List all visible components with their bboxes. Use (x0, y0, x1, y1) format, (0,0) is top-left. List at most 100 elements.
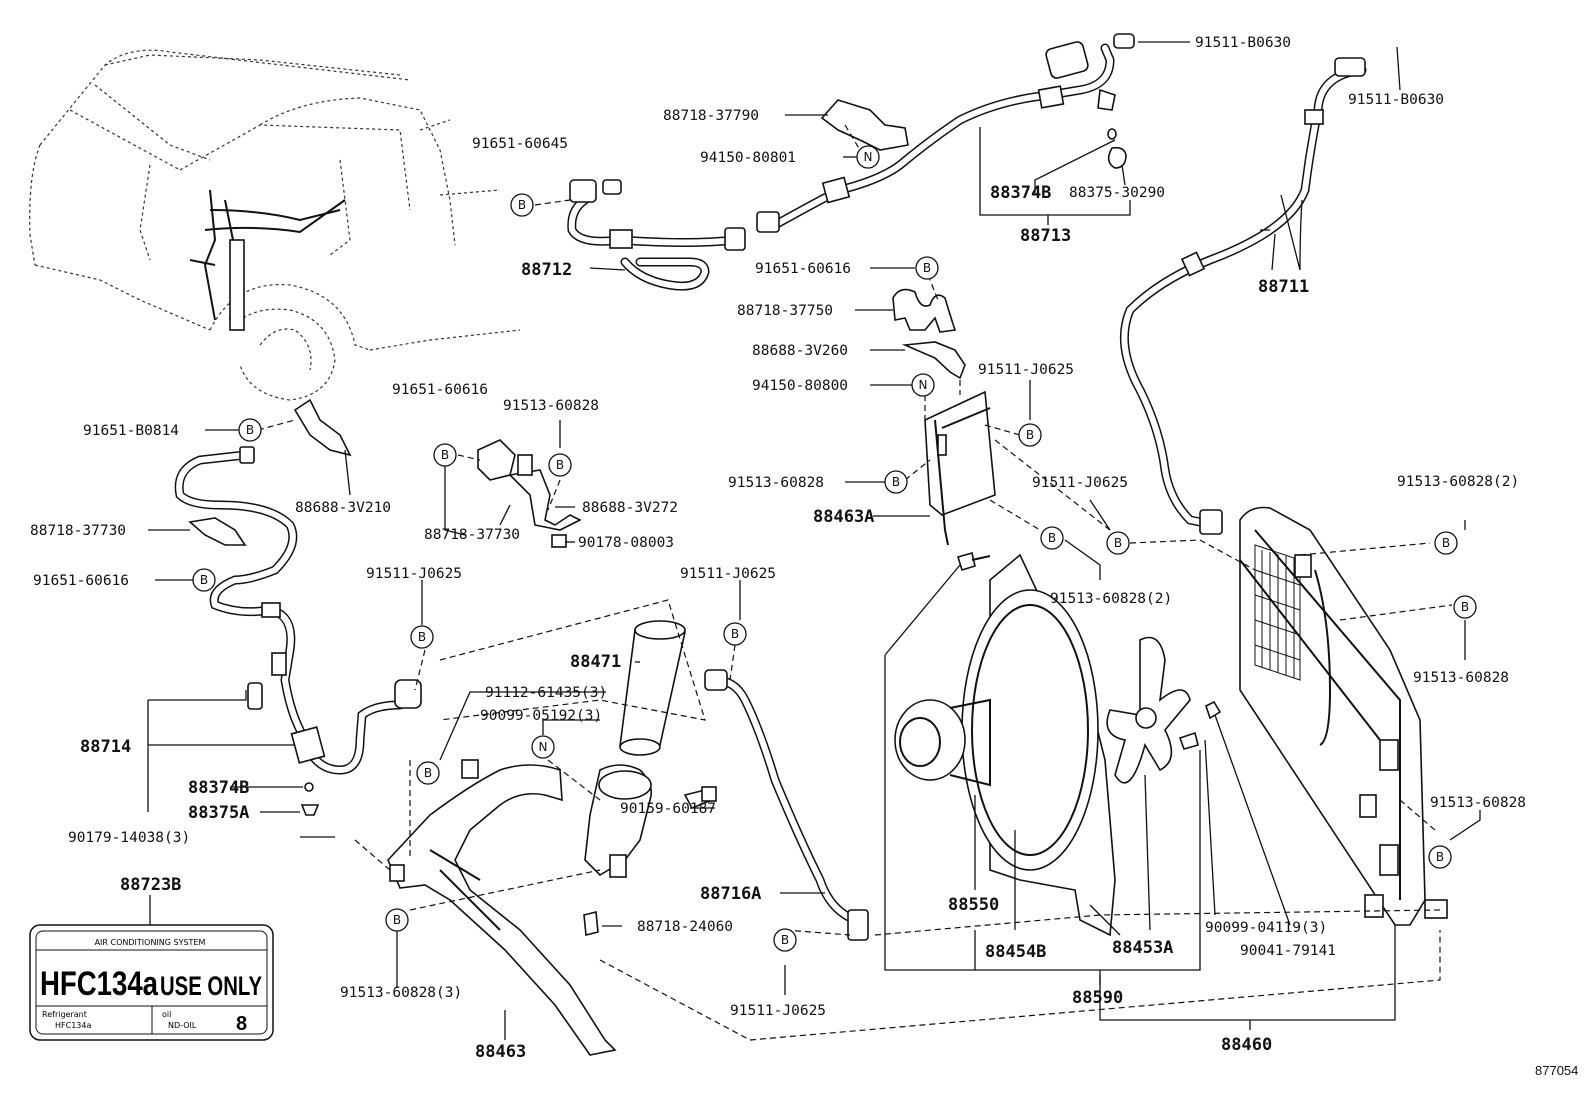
dryer-holder[interactable] (584, 764, 653, 878)
label-91513-60828-b[interactable]: 91513-60828 (1413, 670, 1509, 686)
receiver-dryer-88471[interactable] (619, 620, 686, 756)
condenser-88460[interactable] (1239, 506, 1448, 926)
marker-b-91651-60616-c[interactable]: B (192, 568, 216, 592)
label-88718-37790[interactable]: 88718-37790 (663, 108, 759, 124)
label-88375A[interactable]: 88375A (188, 803, 249, 823)
marker-b-91511-J0625-e[interactable]: B (773, 928, 797, 952)
hose-88713[interactable] (756, 33, 1135, 233)
screw-90099-04119[interactable] (1178, 731, 1199, 750)
label-91511-J0625-b[interactable]: 91511-J0625 (1032, 475, 1128, 491)
bracket-88463[interactable] (387, 759, 617, 1056)
label-90099-05192[interactable]: 90099-05192(3) (480, 708, 602, 724)
label-91511-J0625-d[interactable]: 91511-J0625 (680, 566, 776, 582)
fan-blade-88453A[interactable] (1106, 636, 1191, 784)
label-88718-24060[interactable]: 88718-24060 (637, 919, 733, 935)
label-88712[interactable]: 88712 (521, 260, 572, 280)
clamp-88718-37750[interactable] (892, 288, 957, 333)
label-88460[interactable]: 88460 (1221, 1035, 1272, 1055)
label-90178-08003[interactable]: 90178-08003 (578, 535, 674, 551)
marker-n-94150-80801[interactable]: N (856, 145, 880, 169)
label-88714[interactable]: 88714 (80, 737, 131, 757)
clamp-88718-37730-left[interactable] (188, 517, 247, 546)
label-88723B[interactable]: 88723B (120, 875, 181, 895)
marker-b-91513-60828-2a[interactable]: B (1040, 526, 1064, 550)
label-91651-60616-c[interactable]: 91651-60616 (33, 573, 129, 589)
label-91513-60828-3[interactable]: 91513-60828(3) (340, 985, 462, 1001)
label-88463[interactable]: 88463 (475, 1042, 526, 1062)
label-88471[interactable]: 88471 (570, 652, 621, 672)
label-91651-60616-b[interactable]: 91651-60616 (392, 382, 488, 398)
label-91513-60828-d[interactable]: 91513-60828 (503, 398, 599, 414)
nut-90041-79141[interactable] (1205, 700, 1222, 720)
bracket-88688-3V260[interactable] (901, 341, 966, 380)
label-90179-14038[interactable]: 90179-14038(3) (68, 830, 190, 846)
label-88454B[interactable]: 88454B (985, 942, 1046, 962)
hose-88714[interactable] (174, 446, 422, 816)
label-90159-60187[interactable]: 90159-60187 (620, 801, 716, 817)
label-88688-3V210[interactable]: 88688-3V210 (295, 500, 391, 516)
clip-88718-24060[interactable] (583, 910, 599, 937)
fan-shroud-88454B[interactable] (961, 553, 1116, 937)
hose-88712[interactable] (567, 179, 746, 291)
label-88374B[interactable]: 88374B (188, 778, 249, 798)
label-88716A[interactable]: 88716A (700, 884, 761, 904)
marker-b-91651-60616-a[interactable]: B (915, 256, 939, 280)
label-91511-J0625-c[interactable]: 91511-J0625 (366, 566, 462, 582)
label-90041-79141[interactable]: 90041-79141 (1240, 943, 1336, 959)
marker-b-91513-60828-b[interactable]: B (1453, 595, 1477, 619)
label-90099-04119[interactable]: 90099-04119(3) (1205, 920, 1327, 936)
label-91513-60828-c[interactable]: 91513-60828 (1430, 795, 1526, 811)
label-91513-60828-2a[interactable]: 91513-60828(2) (1050, 591, 1172, 607)
label-88688-3V260[interactable]: 88688-3V260 (752, 343, 848, 359)
marker-b-91511-J0625-b[interactable]: B (1106, 531, 1130, 555)
marker-b-91112-61435[interactable]: B (416, 761, 440, 785)
label-88375-30290[interactable]: 88375-30290 (1069, 185, 1165, 201)
label-91513-60828-2b[interactable]: 91513-60828(2) (1397, 474, 1519, 490)
bracket-88463A[interactable] (924, 390, 996, 546)
bolt-90159-60187[interactable] (683, 786, 717, 810)
label-88713[interactable]: 88713 (1020, 226, 1071, 246)
label-91511-B0630-a[interactable]: 91511-B0630 (1195, 35, 1291, 51)
marker-n-94150-80800[interactable]: N (911, 373, 935, 397)
marker-b-91513-60828-2b[interactable]: B (1434, 531, 1458, 555)
hose-88711[interactable] (1119, 57, 1367, 535)
marker-b-91651-60616-b[interactable]: B (433, 443, 457, 467)
label-91112-61435[interactable]: 91112-61435(3) (485, 685, 607, 701)
label-91651-B0814[interactable]: 91651-B0814 (83, 423, 179, 439)
label-88711[interactable]: 88711 (1258, 277, 1309, 297)
marker-n-90099-05192[interactable]: N (531, 735, 555, 759)
label-88718-37730-a[interactable]: 88718-37730 (424, 527, 520, 543)
marker-b-91513-60828-a[interactable]: B (884, 470, 908, 494)
label-88718-37750[interactable]: 88718-37750 (737, 303, 833, 319)
fan-motor-88550[interactable] (894, 698, 991, 787)
label-88550[interactable]: 88550 (948, 895, 999, 915)
marker-b-91511-J0625-d[interactable]: B (723, 622, 747, 646)
marker-b-91651-B0814[interactable]: B (238, 418, 262, 442)
marker-b-91513-60828-3[interactable]: B (385, 908, 409, 932)
label-94150-80801[interactable]: 94150-80801 (700, 150, 796, 166)
label-91513-60828-a[interactable]: 91513-60828 (728, 475, 824, 491)
label-91651-60616-a[interactable]: 91651-60616 (755, 261, 851, 277)
marker-b-91511-J0625-c[interactable]: B (410, 625, 434, 649)
label-91511-J0625-a[interactable]: 91511-J0625 (978, 362, 1074, 378)
clamp-88718-37790[interactable] (820, 99, 909, 151)
label-88453A[interactable]: 88453A (1112, 938, 1173, 958)
label-88463A[interactable]: 88463A (813, 507, 874, 527)
marker-b-91513-60828-d[interactable]: B (548, 453, 572, 477)
marker-b-91651-60645[interactable]: B (510, 193, 534, 217)
bracket-88688-3V272[interactable] (477, 439, 582, 548)
label-88688-3V272[interactable]: 88688-3V272 (582, 500, 678, 516)
label-88374B-top[interactable]: 88374B (990, 183, 1051, 203)
label-88590[interactable]: 88590 (1072, 988, 1123, 1008)
hose-88716A[interactable] (704, 669, 869, 941)
marker-b-91511-J0625-a[interactable]: B (1018, 423, 1042, 447)
refrigerant-label-88723B[interactable]: AIR CONDITIONING SYSTEM HFC134a USE ONLY… (29, 924, 274, 1041)
label-94150-80800[interactable]: 94150-80800 (752, 378, 848, 394)
label-91511-J0625-e[interactable]: 91511-J0625 (730, 1003, 826, 1019)
label-91511-B0630-b[interactable]: 91511-B0630 (1348, 92, 1444, 108)
bracket-88688-3V210[interactable] (293, 398, 352, 457)
label-88718-37730-b[interactable]: 88718-37730 (30, 523, 126, 539)
label-91651-60645[interactable]: 91651-60645 (472, 136, 568, 152)
bolt-91513-60828-fan[interactable] (956, 551, 991, 571)
marker-b-91513-60828-c[interactable]: B (1428, 845, 1452, 869)
